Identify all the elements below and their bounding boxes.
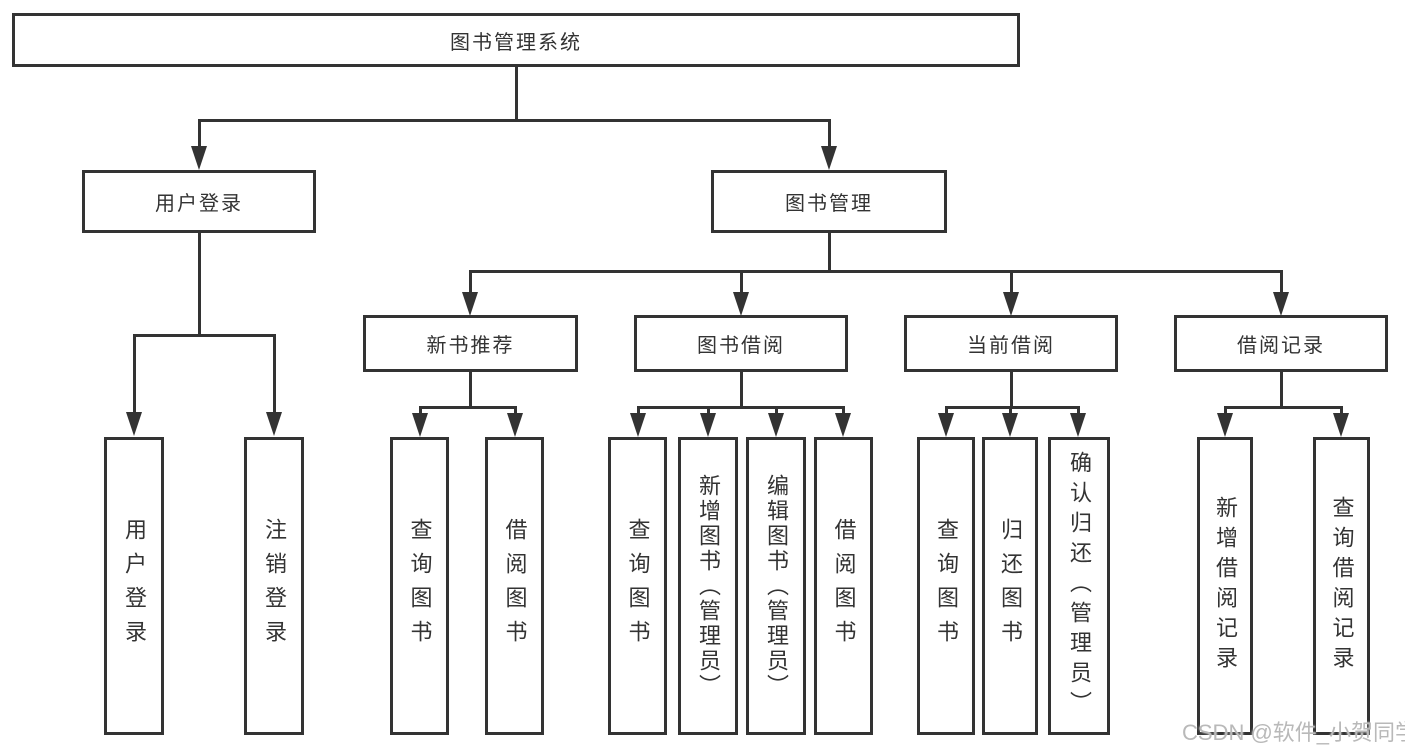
connector-line (945, 406, 1080, 409)
leaf-bb-borrow-book: 借阅图书 (814, 437, 873, 735)
connector-line (514, 406, 517, 416)
connector-line (1009, 406, 1012, 416)
connector-line (133, 334, 136, 415)
connector-line (419, 406, 516, 409)
arrowhead-down-icon (821, 146, 837, 170)
connector-line (198, 119, 201, 150)
connector-line (707, 406, 710, 416)
arrowhead-down-icon (126, 412, 142, 436)
node-book-mgmt: 图书管理 (711, 170, 947, 233)
leaf-logout-label: 注销登录 (262, 518, 287, 654)
leaf-bb-query-book-label: 查询图书 (625, 518, 651, 654)
connector-line (842, 406, 845, 416)
leaf-rec-query-book: 查询图书 (390, 437, 449, 735)
node-borrow-records: 借阅记录 (1174, 315, 1388, 372)
leaf-br-add-record-label: 新增借阅记录 (1213, 496, 1238, 676)
node-book-borrow-label: 图书借阅 (697, 335, 785, 357)
leaf-bb-borrow-book-label: 借阅图书 (831, 518, 857, 654)
connector-line (1280, 270, 1283, 296)
connector-line (1224, 406, 1227, 416)
leaf-bb-add-book: 新增图书（管理员） (678, 437, 738, 735)
connector-line (1010, 372, 1013, 409)
connector-line (1077, 406, 1080, 416)
leaf-cb-return-book: 归还图书 (982, 437, 1038, 735)
arrowhead-down-icon (938, 413, 954, 437)
connector-line (828, 119, 831, 150)
leaf-rec-borrow-book: 借阅图书 (485, 437, 544, 735)
arrowhead-down-icon (768, 413, 784, 437)
leaf-logout: 注销登录 (244, 437, 304, 735)
node-root: 图书管理系统 (12, 13, 1020, 67)
node-borrow-records-label: 借阅记录 (1237, 335, 1325, 357)
arrowhead-down-icon (412, 413, 428, 437)
connector-line (740, 270, 743, 296)
arrowhead-down-icon (1070, 413, 1086, 437)
leaf-bb-edit-book: 编辑图书（管理员） (746, 437, 806, 735)
connector-line (419, 406, 422, 416)
connector-line (469, 372, 472, 409)
arrowhead-down-icon (1003, 292, 1019, 316)
node-new-book-rec: 新书推荐 (363, 315, 578, 372)
connector-line (945, 406, 948, 416)
node-book-borrow: 图书借阅 (634, 315, 848, 372)
connector-line (1340, 406, 1343, 416)
leaf-user-login-label: 用户登录 (122, 518, 147, 654)
leaf-cb-confirm-return: 确认归还（管理员） (1048, 437, 1110, 735)
connector-line (775, 406, 778, 416)
arrowhead-down-icon (1333, 413, 1349, 437)
connector-line (198, 233, 201, 336)
arrowhead-down-icon (1273, 292, 1289, 316)
connector-line (1010, 270, 1013, 296)
node-root-label: 图书管理系统 (450, 31, 582, 54)
arrowhead-down-icon (733, 292, 749, 316)
connector-line (740, 372, 743, 409)
node-user-login: 用户登录 (82, 170, 316, 233)
connector-line (828, 233, 831, 273)
arrowhead-down-icon (630, 413, 646, 437)
leaf-rec-borrow-book-label: 借阅图书 (502, 518, 528, 654)
arrowhead-down-icon (1002, 413, 1018, 437)
leaf-bb-add-book-label: 新增图书（管理员） (696, 473, 721, 699)
leaf-br-query-record: 查询借阅记录 (1313, 437, 1370, 735)
node-current-borrow: 当前借阅 (904, 315, 1118, 372)
arrowhead-down-icon (266, 412, 282, 436)
node-book-mgmt-label: 图书管理 (785, 193, 873, 215)
connector-line (133, 334, 276, 337)
leaf-cb-confirm-return-label: 确认归还（管理员） (1067, 451, 1092, 721)
connector-line (1224, 406, 1342, 409)
arrowhead-down-icon (700, 413, 716, 437)
arrowhead-down-icon (191, 146, 207, 170)
connector-line (515, 67, 518, 120)
csdn-watermark: CSDN @软件_小贺同学 (1182, 720, 1405, 745)
leaf-br-add-record: 新增借阅记录 (1197, 437, 1253, 735)
arrowhead-down-icon (507, 413, 523, 437)
leaf-br-query-record-label: 查询借阅记录 (1329, 496, 1355, 676)
leaf-cb-return-book-label: 归还图书 (998, 518, 1023, 654)
leaf-rec-query-book-label: 查询图书 (407, 518, 433, 654)
node-user-login-label: 用户登录 (155, 193, 243, 215)
connector-line (469, 270, 472, 296)
connector-line (198, 119, 831, 122)
leaf-user-login: 用户登录 (104, 437, 164, 735)
connector-line (469, 270, 1283, 273)
leaf-bb-edit-book-label: 编辑图书（管理员） (764, 473, 789, 699)
arrowhead-down-icon (1217, 413, 1233, 437)
leaf-cb-query-book-label: 查询图书 (934, 518, 959, 654)
arrowhead-down-icon (462, 292, 478, 316)
connector-line (273, 334, 276, 415)
connector-line (637, 406, 845, 409)
leaf-cb-query-book: 查询图书 (917, 437, 975, 735)
connector-line (1280, 372, 1283, 409)
node-current-borrow-label: 当前借阅 (967, 335, 1055, 357)
leaf-bb-query-book: 查询图书 (608, 437, 667, 735)
node-new-book-rec-label: 新书推荐 (426, 335, 515, 357)
arrowhead-down-icon (835, 413, 851, 437)
connector-line (637, 406, 640, 416)
